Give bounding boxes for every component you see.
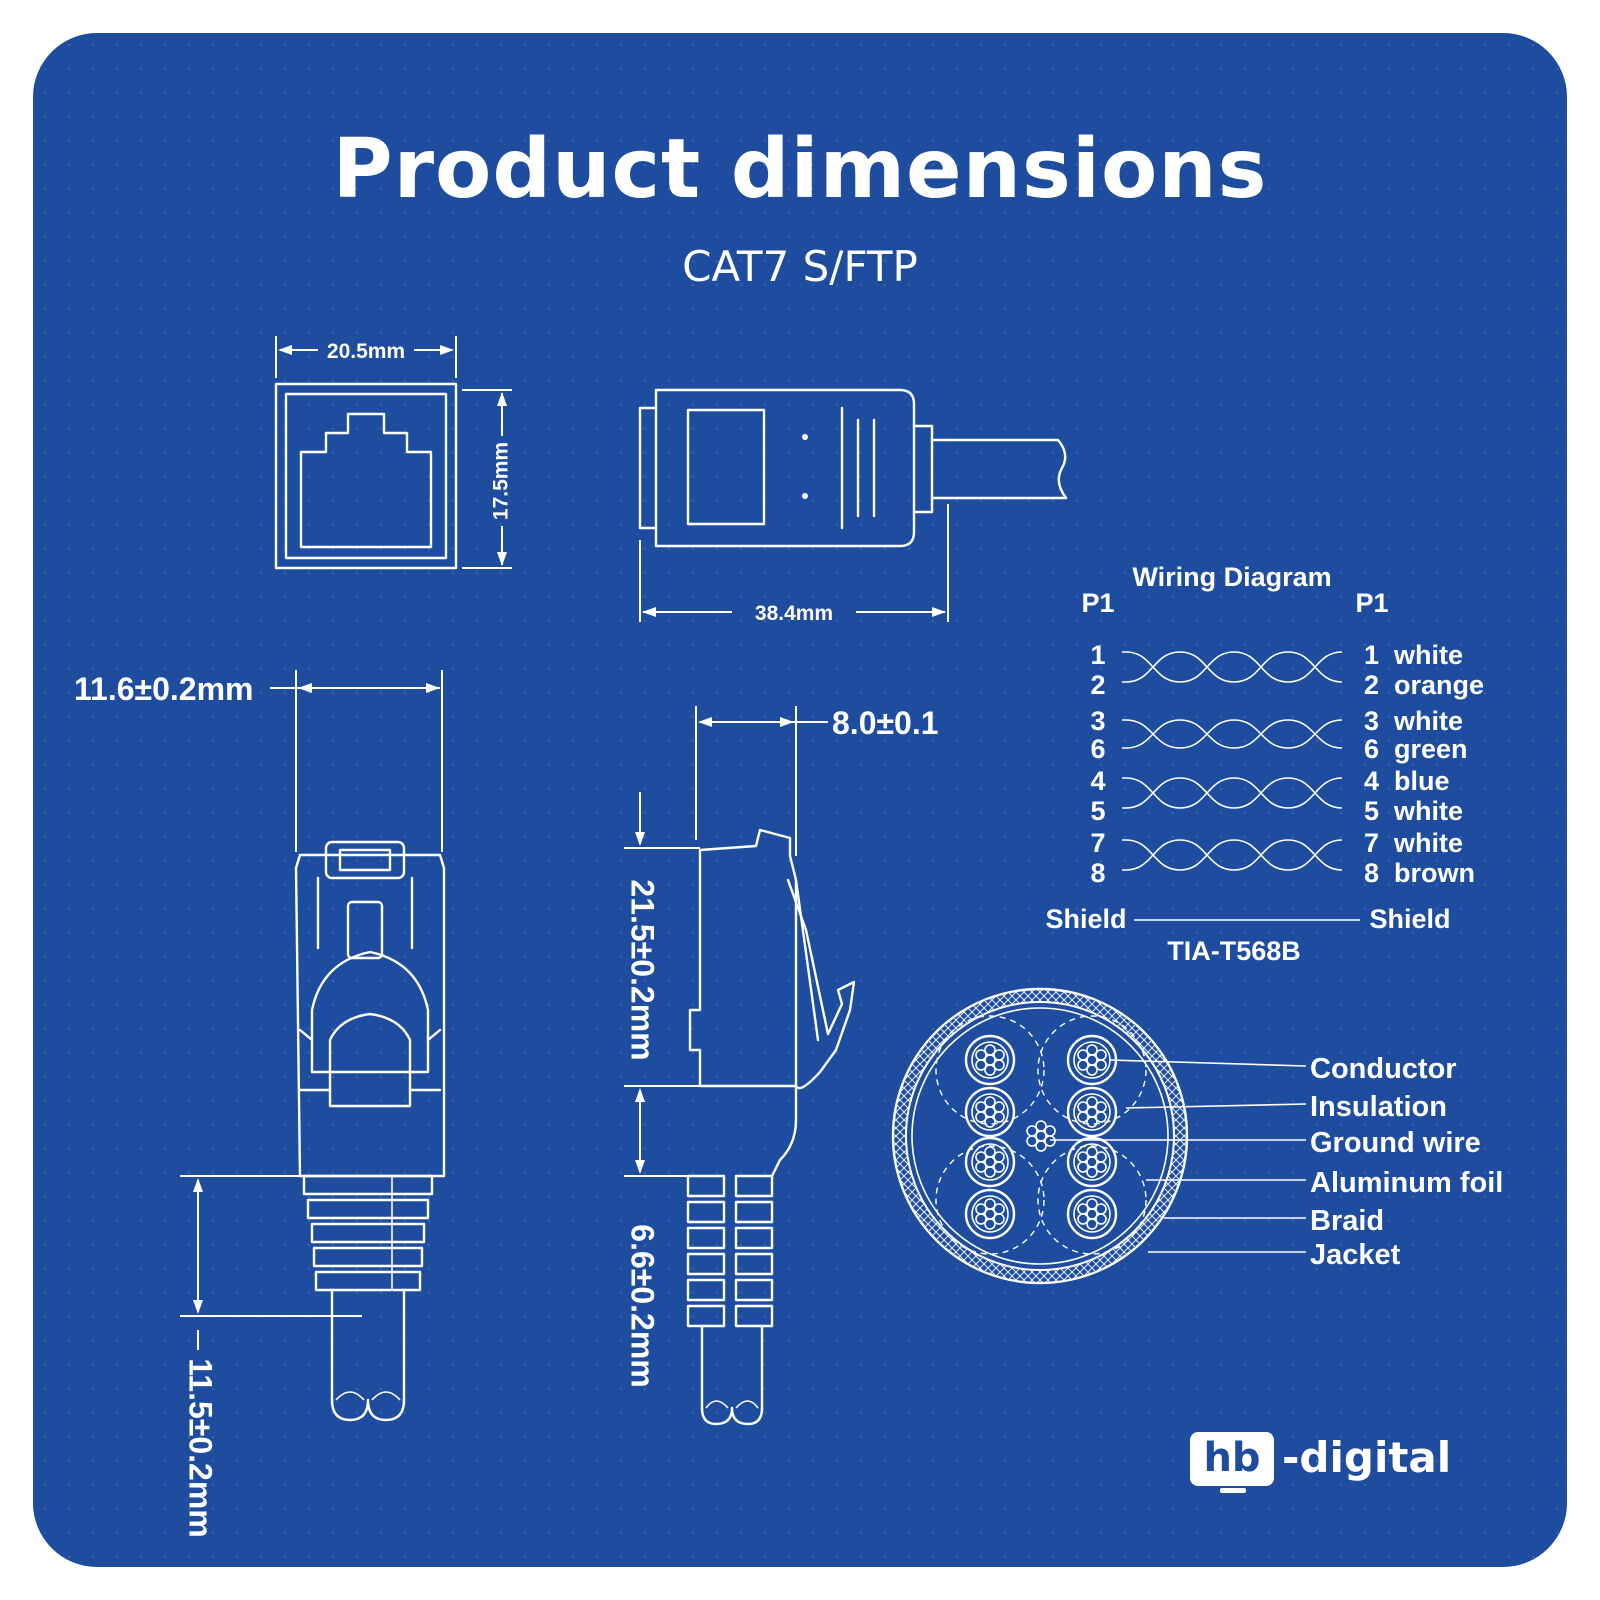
brand-logo-box: hb xyxy=(1190,1432,1274,1486)
svg-text:1 white: 1 white xyxy=(1364,640,1463,670)
svg-text:5: 5 xyxy=(1090,796,1105,826)
wire-pair-4: 7 8 7 white 8 brown xyxy=(1090,828,1475,888)
svg-text:5 white: 5 white xyxy=(1364,796,1463,826)
layer-ground-wire-label: Ground wire xyxy=(1310,1127,1481,1159)
layer-conductor-label: Conductor xyxy=(1310,1053,1457,1085)
svg-text:3 white: 3 white xyxy=(1364,706,1463,736)
svg-text:2: 2 xyxy=(1090,670,1105,700)
side-view: 38.4mm xyxy=(638,388,1068,625)
wiring-title: Wiring Diagram xyxy=(1132,562,1331,592)
monitor-stand-icon xyxy=(1220,1488,1246,1493)
boot-bottom-label: 11.5±0.2mm xyxy=(183,1358,219,1537)
svg-text:8: 8 xyxy=(1090,858,1105,888)
svg-text:4: 4 xyxy=(1090,766,1105,796)
wiring-right-label: P1 xyxy=(1355,588,1388,618)
wiring-standard: TIA-T568B xyxy=(1167,936,1301,966)
wire-pair-3: 4 5 4 blue 5 white xyxy=(1090,766,1463,826)
plug-thickness-label: 8.0±0.1 xyxy=(832,705,939,741)
boot-length-label: 6.6±0.2mm xyxy=(625,1224,661,1387)
page-title: Product dimensions xyxy=(332,122,1268,217)
svg-text:7: 7 xyxy=(1090,828,1105,858)
shield-left-label: Shield xyxy=(1045,904,1126,934)
svg-text:6: 6 xyxy=(1090,734,1105,764)
wire-pair-1: 1 2 1 white 2 orange xyxy=(1090,640,1484,700)
page-subtitle: CAT7 S/FTP xyxy=(682,242,918,291)
front-width-label: 20.5mm xyxy=(327,340,405,363)
front-view: 20.5mm 17.5mm xyxy=(274,336,513,570)
layer-jacket-label: Jacket xyxy=(1310,1239,1401,1271)
side-length-label: 38.4mm xyxy=(755,602,833,625)
wiring-left-label: P1 xyxy=(1081,588,1114,618)
svg-text:8 brown: 8 brown xyxy=(1364,858,1475,888)
ground-wire-icon xyxy=(1026,1120,1056,1152)
cable-cross-section: Conductor Insulation Ground wire Aluminu… xyxy=(891,987,1503,1285)
svg-text:3: 3 xyxy=(1090,706,1105,736)
front-height-label: 17.5mm xyxy=(490,442,513,520)
layer-aluminum-foil-label: Aluminum foil xyxy=(1310,1167,1503,1199)
boot-side-view: 8.0±0.1 21.5±0.2mm 6.6±0.2mm xyxy=(624,705,939,1426)
svg-text:1: 1 xyxy=(1090,640,1105,670)
svg-text:4 blue: 4 blue xyxy=(1364,766,1450,796)
brand-logo-text: -digital xyxy=(1282,1433,1452,1482)
blueprint-card xyxy=(33,33,1567,1567)
svg-text:2 orange: 2 orange xyxy=(1364,670,1484,700)
boot-front-view: 11.6±0.2mm 11.5±0.2mm xyxy=(74,670,446,1538)
plug-length-label: 21.5±0.2mm xyxy=(625,879,661,1060)
svg-text:7 white: 7 white xyxy=(1364,828,1463,858)
layer-braid-label: Braid xyxy=(1310,1205,1384,1237)
wiring-diagram: Wiring Diagram P1 P1 1 2 1 white 2 orang… xyxy=(1045,562,1484,966)
shield-right-label: Shield xyxy=(1369,904,1450,934)
boot-width-label: 11.6±0.2mm xyxy=(74,671,253,707)
wire-pair-2: 3 6 3 white 6 green xyxy=(1090,706,1467,764)
layer-insulation-label: Insulation xyxy=(1310,1091,1447,1123)
svg-text:6 green: 6 green xyxy=(1364,734,1468,764)
